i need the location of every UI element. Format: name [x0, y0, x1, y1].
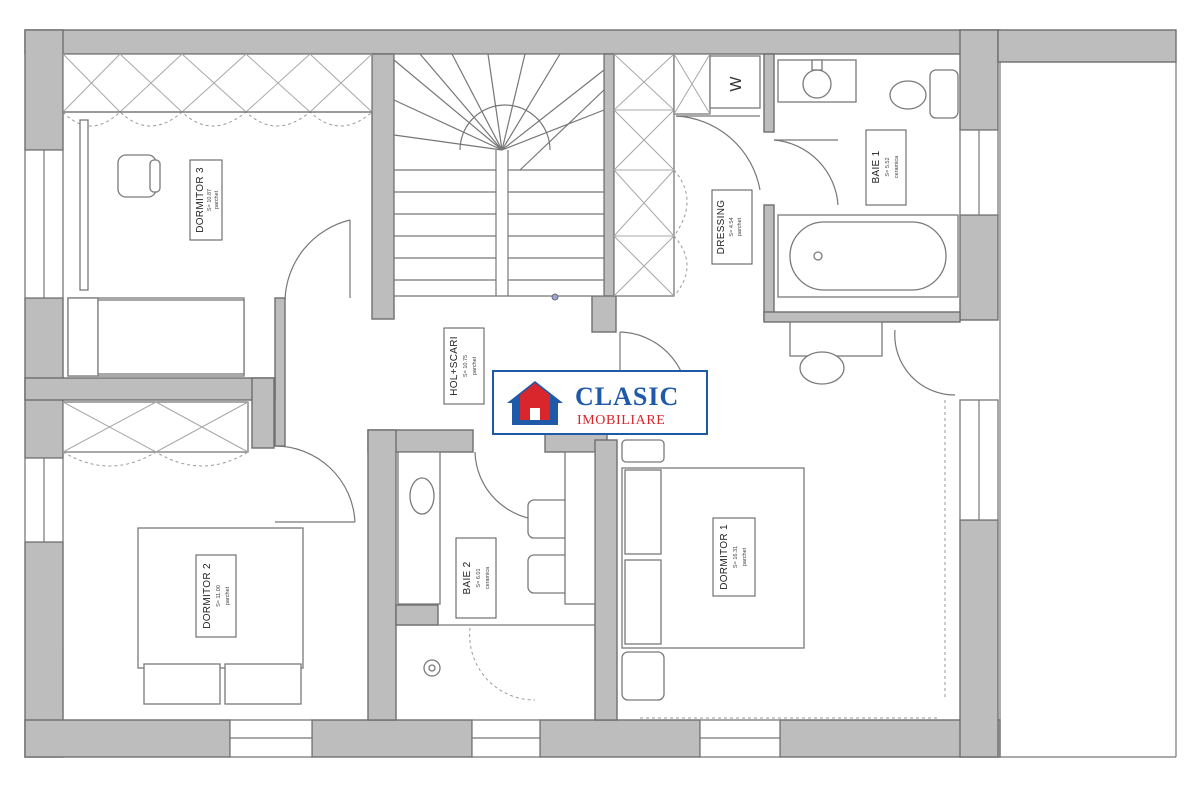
- baie-2-name: BAIE 2: [462, 561, 473, 594]
- logo-tagline: IMOBILIARE: [577, 413, 665, 428]
- dormitor-3-finish: parchet: [214, 190, 220, 209]
- logo-brand: CLASIC: [575, 382, 679, 411]
- room-dormitor-3: DORMITOR 3 S= 10.87 parchet: [62, 53, 373, 377]
- room-baie-2: BAIE 2 S= 6.01 ceramica: [396, 451, 596, 701]
- windows: [24, 62, 1177, 758]
- dormitor-1-name: DORMITOR 1: [719, 524, 730, 590]
- dormitor-1-finish: parchet: [742, 547, 748, 566]
- room-dormitor-1: DORMITOR 1 S= 16.31 parchet: [621, 400, 946, 719]
- hol-name: HOL+SCARI: [449, 336, 460, 396]
- hol-finish: parchet: [472, 356, 478, 375]
- dressing-area: S= 4.54: [729, 217, 735, 236]
- dressing-finish: parchet: [737, 217, 743, 236]
- dormitor-1-area: S= 16.31: [733, 546, 739, 568]
- dormitor-2-name: DORMITOR 2: [202, 563, 213, 629]
- dressing-name: DRESSING: [716, 200, 727, 255]
- staircase: [393, 53, 605, 301]
- room-hol-scari: HOL+SCARI S= 10.75 parchet: [443, 321, 956, 405]
- room-baie-1: BAIE 1 S= 5.52 ceramica: [773, 59, 959, 298]
- baie-1-name: BAIE 1: [871, 150, 882, 183]
- hol-area: S= 10.75: [463, 355, 469, 377]
- dormitor-3-area: S= 10.87: [207, 189, 213, 211]
- dormitor-2-area: S= 11.00: [216, 585, 222, 607]
- room-dormitor-2: DORMITOR 2 S= 11.00 parchet: [62, 401, 356, 720]
- clasic-imobiliare-logo: CLASIC IMOBILIARE: [492, 370, 708, 435]
- dormitor-2-finish: parchet: [225, 586, 231, 605]
- baie-1-area: S= 5.52: [885, 157, 891, 176]
- baie-2-finish: ceramica: [485, 566, 491, 589]
- interior-walls: [24, 53, 961, 721]
- baie-1-finish: ceramica: [894, 155, 900, 178]
- dormitor-3-name: DORMITOR 3: [195, 167, 206, 233]
- room-dressing: W DRESSING S= 4.54 parchet: [613, 53, 761, 297]
- baie-2-area: S= 6.01: [476, 568, 482, 587]
- washer-mark: W: [728, 76, 745, 92]
